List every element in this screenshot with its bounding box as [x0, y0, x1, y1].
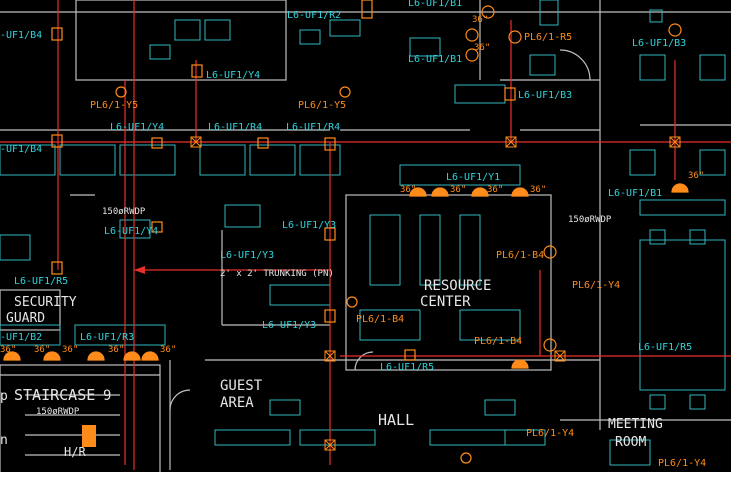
- p-fragment: p: [0, 389, 8, 404]
- panel-label: PL6/1-Y5: [90, 100, 138, 111]
- panel-labels: PL6/1-Y5 PL6/1-Y5 PL6/1-R5 PL6/1-B4 PL6/…: [90, 32, 706, 469]
- panel-label: PL6/1-B4: [474, 336, 522, 347]
- circuit-label: L6-UF1/Y4: [110, 122, 164, 133]
- size-mark: 36": [474, 43, 490, 53]
- circuit-label: L6-UF1/B3: [518, 90, 572, 101]
- circuit-label: L6-UF1/Y3: [282, 220, 336, 231]
- size-mark: 36": [472, 15, 488, 25]
- room-label: ROOM: [615, 435, 646, 450]
- circuit-label: L6-UF1/Y4: [104, 226, 158, 237]
- size-mark: 36": [0, 345, 16, 355]
- circuit-label: L6-UF1/R3: [80, 332, 134, 343]
- panel-label: PL6/1-Y4: [572, 280, 620, 291]
- junction-boxes: [190, 136, 681, 451]
- staircase-number: 9: [103, 388, 111, 404]
- rwdp-label-2: 150øRWDP: [568, 215, 612, 225]
- size-mark: 36": [688, 171, 704, 181]
- hr-label: H/R: [64, 445, 86, 459]
- panel-label: PL6/1-B4: [496, 250, 544, 261]
- size-mark: 36": [62, 345, 78, 355]
- resource-center-label-1: RESOURCE: [424, 278, 491, 294]
- security-label: SECURITY: [14, 295, 77, 310]
- size-mark: 36": [400, 185, 416, 195]
- circuit-label: L6-UF1/Y3: [262, 320, 316, 331]
- guest-label: GUEST: [220, 378, 263, 394]
- room-labels: RESOURCE CENTER SECURITY GUARD GUEST ARE…: [0, 207, 663, 459]
- panel-label: PL6/1-B4: [356, 314, 404, 325]
- area-label: AREA: [220, 395, 254, 411]
- circuit-label: L6-UF1/Y4: [206, 70, 260, 81]
- circuit-label: L6-UF1/R4: [286, 122, 340, 133]
- circuit-labels: -UF1/B4 L6-UF1/R2 L6-UF1/B1 L6-UF1/B1 L6…: [0, 0, 692, 373]
- circuit-label: L6-UF1/B1: [608, 188, 662, 199]
- guard-label: GUARD: [6, 311, 45, 326]
- circuit-label: L6-UF1/R4: [208, 122, 262, 133]
- panel-label: PL6/1-Y4: [526, 428, 574, 439]
- staircase-label: STAIRCASE: [14, 386, 95, 404]
- circuit-label: L6-UF1/R5: [380, 362, 434, 373]
- circuit-label: L6-UF1/Y1: [446, 172, 500, 183]
- n-fragment: n: [0, 433, 8, 448]
- circuit-label: -UF1/B2: [0, 332, 42, 343]
- circuit-label: -UF1/B4: [0, 30, 42, 41]
- trunking-label: 2' x 2' TRUNKING (PN): [220, 269, 334, 279]
- circuit-label: L6-UF1/B1: [408, 54, 462, 65]
- size-mark: 36": [450, 185, 466, 195]
- electrical-fixtures: [3, 0, 689, 464]
- bottom-white-strip: [0, 472, 731, 486]
- meeting-label: MEETING: [608, 417, 663, 432]
- circuit-label: L6-UF1/B1: [408, 0, 462, 9]
- circuit-label: -UF1/B4: [0, 144, 42, 155]
- furniture: [0, 0, 726, 466]
- circuit-label: L6-UF1/R5: [638, 342, 692, 353]
- size-mark: 36": [487, 185, 503, 195]
- fixture-size-marks: 36" 36" 36" 36" 36" 36" 36" 36" 36" 36" …: [0, 15, 704, 355]
- size-mark: 36": [530, 185, 546, 195]
- panel-label: PL6/1-Y5: [298, 100, 346, 111]
- rwdp-label-1: 150øRWDP: [102, 207, 146, 217]
- size-mark: 36": [34, 345, 50, 355]
- circuit-label: L6-UF1/R2: [287, 10, 341, 21]
- panel-label: PL6/1-Y4: [658, 458, 706, 469]
- panel-label: PL6/1-R5: [524, 32, 572, 43]
- circuit-label: L6-UF1/B3: [632, 38, 686, 49]
- rwdp-label-3: 150øRWDP: [36, 407, 80, 417]
- walls: [0, 0, 731, 476]
- size-mark: 36": [108, 345, 124, 355]
- resource-center-label-2: CENTER: [420, 294, 471, 310]
- circuit-label: L6-UF1/Y3: [220, 250, 274, 261]
- circuit-label: L6-UF1/R5: [14, 276, 68, 287]
- hall-label: HALL: [378, 411, 414, 429]
- size-mark: 36": [160, 345, 176, 355]
